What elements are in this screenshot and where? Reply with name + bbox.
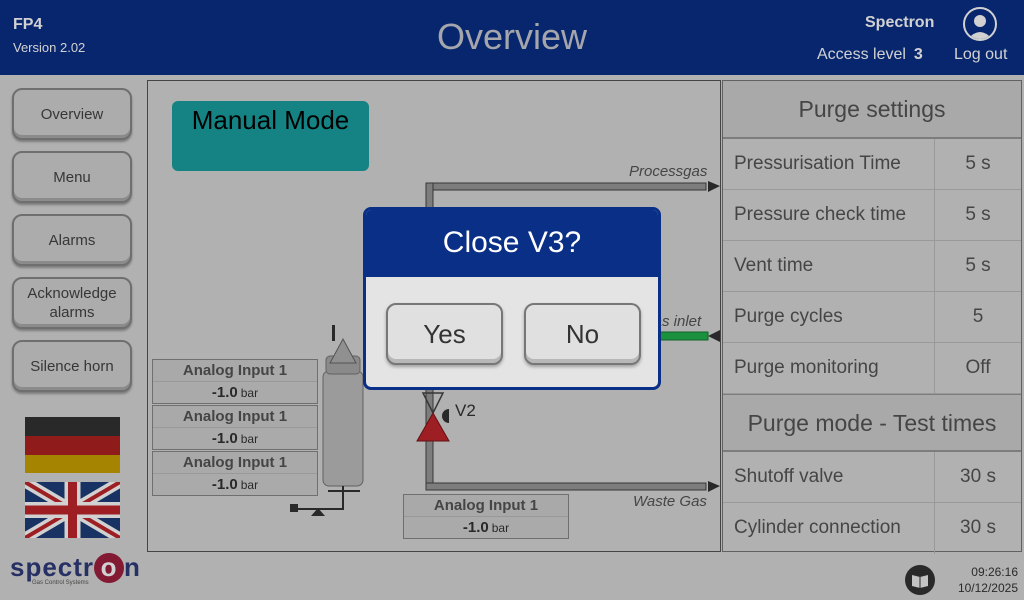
settings-row[interactable]: Vent time 5 s — [723, 241, 1021, 292]
logout-button[interactable]: Log out — [954, 46, 1008, 63]
settings-row[interactable]: Cylinder connection 30 s — [723, 503, 1021, 554]
analog-input-unit: bar — [240, 432, 259, 446]
settings-row[interactable]: Shutoff valve 30 s — [723, 452, 1021, 503]
settings-row[interactable]: Purge cycles 5 — [723, 292, 1021, 343]
setting-label: Purge cycles — [723, 292, 935, 342]
setting-value[interactable]: 30 s — [960, 517, 996, 538]
confirm-dialog: Close V3? Yes No — [363, 207, 661, 390]
clock-date: 10/12/2025 — [957, 581, 1018, 595]
logo-text-o: o — [94, 553, 125, 583]
logo-tagline: Gas Control Systems — [32, 580, 89, 586]
valve-v2-label: V2 — [455, 401, 476, 420]
analog-input-number: -1.0 — [462, 519, 489, 536]
manual-book-icon[interactable] — [905, 565, 935, 595]
app-name: FP4 — [13, 16, 43, 33]
setting-label: Pressurisation Time — [723, 139, 935, 189]
clock: 09:26:16 10/12/2025 — [958, 564, 1018, 596]
setting-value[interactable]: 30 s — [960, 466, 996, 487]
test-times-title: Purge mode - Test times — [723, 394, 1021, 452]
processgas-label: Processgas — [629, 163, 708, 180]
access-level-value: 3 — [913, 46, 923, 63]
settings-row[interactable]: Pressurisation Time 5 s — [723, 139, 1021, 190]
nav-silence-horn-button[interactable]: Silence horn — [12, 340, 132, 392]
nav-alarms-button[interactable]: Alarms — [12, 214, 132, 266]
logo-text-end: n — [124, 552, 141, 582]
nav-acknowledge-alarms-button[interactable]: Acknowledge alarms — [12, 277, 132, 329]
setting-value[interactable]: 5 s — [965, 153, 991, 174]
setting-value[interactable]: 5 s — [965, 255, 991, 276]
setting-label: Purge monitoring — [723, 343, 935, 393]
purge-settings-title: Purge settings — [723, 81, 1021, 139]
access-level: Access level 3 — [817, 46, 923, 64]
analog-input-unit: bar — [240, 386, 259, 400]
manual-mode-indicator: Manual Mode — [172, 101, 369, 171]
setting-label: Vent time — [723, 241, 935, 291]
nav-menu-button[interactable]: Menu — [12, 151, 132, 203]
analog-input-title: Analog Input 1 — [404, 495, 568, 517]
process-diagram: Manual Mode V2 Processgas Gas inlet Wast… — [147, 80, 721, 552]
nav-overview-button[interactable]: Overview — [12, 88, 132, 140]
header-bar: FP4 Version 2.02 Overview Spectron Acces… — [0, 0, 1024, 75]
analog-input-number: -1.0 — [211, 476, 238, 493]
setting-label: Pressure check time — [723, 190, 935, 240]
yes-button[interactable]: Yes — [386, 303, 503, 365]
setting-value[interactable]: Off — [965, 357, 991, 378]
analog-input-number: -1.0 — [211, 430, 238, 447]
clock-time: 09:26:16 — [971, 565, 1018, 579]
no-button[interactable]: No — [524, 303, 641, 365]
analog-input-unit: bar — [240, 478, 259, 492]
access-level-label: Access level — [817, 46, 906, 63]
german-flag-icon[interactable] — [25, 417, 120, 473]
analog-input-title: Analog Input 1 — [153, 452, 317, 474]
uk-flag-icon[interactable] — [22, 477, 123, 543]
analog-input-unit: bar — [491, 521, 510, 535]
setting-value[interactable]: 5 s — [965, 204, 991, 225]
analog-input-number: -1.0 — [211, 384, 238, 401]
settings-row[interactable]: Pressure check time 5 s — [723, 190, 1021, 241]
app-version: Version 2.02 — [13, 40, 86, 55]
setting-value[interactable]: 5 — [972, 306, 984, 327]
settings-row[interactable]: Purge monitoring Off — [723, 343, 1021, 394]
dialog-title: Close V3? — [366, 210, 658, 277]
user-icon[interactable] — [963, 7, 997, 41]
waste-gas-label: Waste Gas — [633, 493, 707, 510]
purge-settings-panel: Purge settings Pressurisation Time 5 s Pr… — [722, 80, 1022, 554]
analog-input-title: Analog Input 1 — [153, 360, 317, 382]
logo-text-start: spectr — [10, 552, 95, 582]
setting-label: Shutoff valve — [723, 452, 935, 502]
setting-label: Cylinder connection — [723, 503, 935, 554]
brand-name: Spectron — [865, 14, 935, 31]
analog-input-title: Analog Input 1 — [153, 406, 317, 428]
page-title: Overview — [436, 16, 588, 57]
valve-v2-icon[interactable] — [413, 391, 473, 451]
